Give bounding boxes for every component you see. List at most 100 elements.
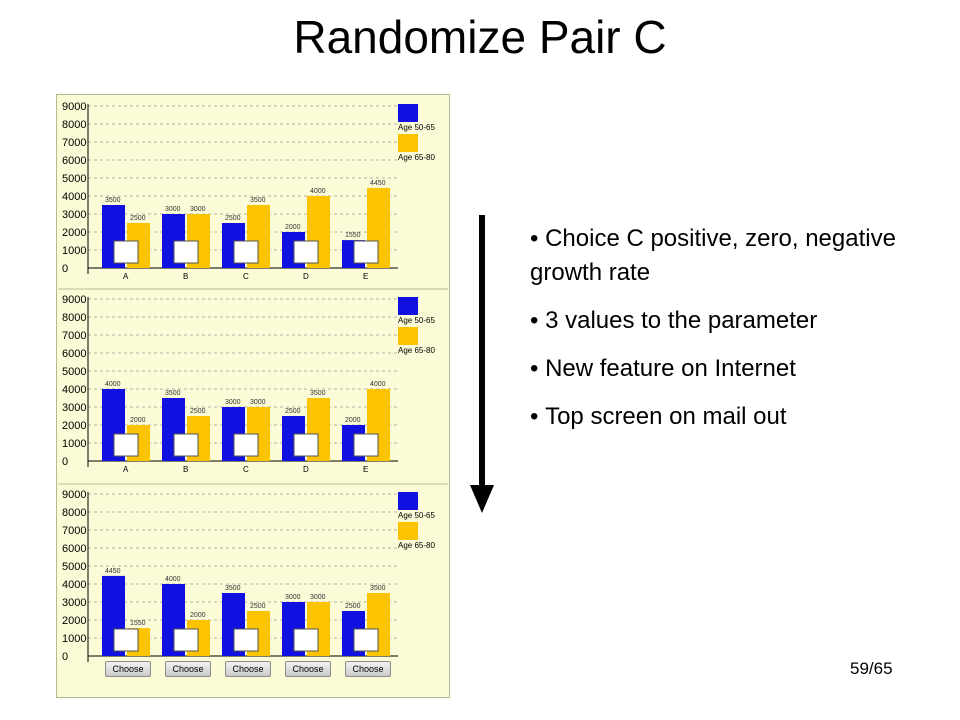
data-label: 3500 bbox=[225, 585, 241, 592]
data-label: 2000 bbox=[130, 417, 146, 424]
y-tick-label: 2000 bbox=[62, 615, 86, 627]
data-label: 2500 bbox=[345, 603, 361, 610]
icon-placeholder bbox=[353, 628, 379, 652]
y-tick-label: 0 bbox=[62, 651, 68, 663]
data-label: 4000 bbox=[310, 188, 326, 195]
x-tick-label: A bbox=[123, 272, 129, 281]
legend-swatch-age-65-80 bbox=[398, 522, 418, 540]
data-label: 3500 bbox=[370, 585, 386, 592]
slide-title: Randomize Pair C bbox=[293, 11, 667, 63]
bullet-item: Choice C positive, zero, negative growth… bbox=[530, 222, 930, 290]
choose-button-b[interactable]: Choose bbox=[165, 661, 211, 677]
y-tick-label: 9000 bbox=[62, 489, 86, 501]
y-tick-label: 5000 bbox=[62, 561, 86, 573]
data-label: 2500 bbox=[250, 603, 266, 610]
data-label: 2000 bbox=[345, 417, 361, 424]
y-tick-label: 5000 bbox=[62, 173, 86, 185]
y-tick-label: 4000 bbox=[62, 384, 86, 396]
legend-swatch-age-50-65 bbox=[398, 104, 418, 122]
data-label: 3500 bbox=[105, 197, 121, 204]
data-label: 1550 bbox=[130, 620, 146, 627]
x-tick-label: E bbox=[363, 272, 368, 281]
bullet-item: 3 values to the parameter bbox=[530, 304, 930, 338]
icon-placeholder bbox=[233, 240, 259, 264]
legend-swatch-age-50-65 bbox=[398, 492, 418, 510]
data-label: 1550 bbox=[345, 232, 361, 239]
x-tick-label: D bbox=[303, 272, 309, 281]
icon-placeholder bbox=[293, 628, 319, 652]
data-label: 2500 bbox=[225, 215, 241, 222]
y-tick-label: 8000 bbox=[62, 119, 86, 131]
legend-label: Age 65-80 bbox=[398, 541, 435, 550]
y-tick-label: 6000 bbox=[62, 155, 86, 167]
x-tick-label: E bbox=[363, 465, 368, 474]
choose-button-e[interactable]: Choose bbox=[345, 661, 391, 677]
y-tick-label: 2000 bbox=[62, 420, 86, 432]
y-tick-label: 3000 bbox=[62, 597, 86, 609]
bullet-list: Choice C positive, zero, negative growth… bbox=[530, 222, 930, 448]
y-tick-label: 3000 bbox=[62, 209, 86, 221]
y-tick-label: 7000 bbox=[62, 137, 86, 149]
legend-label: Age 50-65 bbox=[398, 511, 435, 520]
x-tick-label: A bbox=[123, 465, 129, 474]
y-tick-label: 7000 bbox=[62, 330, 86, 342]
y-tick-label: 6000 bbox=[62, 348, 86, 360]
data-label: 3500 bbox=[165, 390, 181, 397]
data-label: 2500 bbox=[285, 408, 301, 415]
choose-button-a[interactable]: Choose bbox=[105, 661, 151, 677]
icon-placeholder bbox=[293, 240, 319, 264]
page-number: 59/65 bbox=[850, 659, 893, 678]
icon-placeholder bbox=[233, 628, 259, 652]
y-tick-label: 1000 bbox=[62, 438, 86, 450]
down-arrow-icon bbox=[470, 215, 494, 513]
data-label: 4000 bbox=[105, 381, 121, 388]
icon-placeholder bbox=[353, 433, 379, 457]
data-label: 3000 bbox=[165, 206, 181, 213]
y-tick-label: 1000 bbox=[62, 245, 86, 257]
icon-placeholder bbox=[113, 628, 139, 652]
data-label: 3000 bbox=[250, 399, 266, 406]
data-label: 4450 bbox=[105, 568, 121, 575]
y-tick-label: 6000 bbox=[62, 543, 86, 555]
y-tick-label: 1000 bbox=[62, 633, 86, 645]
icon-placeholder bbox=[233, 433, 259, 457]
legend-label: Age 65-80 bbox=[398, 153, 435, 162]
data-label: 4000 bbox=[370, 381, 386, 388]
y-tick-label: 3000 bbox=[62, 402, 86, 414]
data-label: 3500 bbox=[310, 390, 326, 397]
icon-placeholder bbox=[113, 433, 139, 457]
data-label: 4450 bbox=[370, 180, 386, 187]
y-tick-label: 8000 bbox=[62, 507, 86, 519]
y-tick-label: 9000 bbox=[62, 294, 86, 306]
icon-placeholder bbox=[173, 240, 199, 264]
x-tick-label: B bbox=[183, 465, 188, 474]
x-tick-label: B bbox=[183, 272, 188, 281]
x-tick-label: C bbox=[243, 465, 249, 474]
data-label: 3000 bbox=[190, 206, 206, 213]
choose-button-d[interactable]: Choose bbox=[285, 661, 331, 677]
legend-swatch-age-50-65 bbox=[398, 297, 418, 315]
y-tick-label: 9000 bbox=[62, 101, 86, 113]
legend-label: Age 65-80 bbox=[398, 346, 435, 355]
x-tick-label: C bbox=[243, 272, 249, 281]
data-label: 3000 bbox=[285, 594, 301, 601]
legend-label: Age 50-65 bbox=[398, 316, 435, 325]
icon-placeholder bbox=[353, 240, 379, 264]
y-tick-label: 7000 bbox=[62, 525, 86, 537]
data-label: 4000 bbox=[165, 576, 181, 583]
y-tick-label: 4000 bbox=[62, 579, 86, 591]
y-tick-label: 8000 bbox=[62, 312, 86, 324]
y-tick-label: 2000 bbox=[62, 227, 86, 239]
data-label: 3000 bbox=[225, 399, 241, 406]
y-tick-label: 4000 bbox=[62, 191, 86, 203]
data-label: 2500 bbox=[130, 215, 146, 222]
bullet-item: Top screen on mail out bbox=[530, 400, 930, 434]
icon-placeholder bbox=[113, 240, 139, 264]
data-label: 3000 bbox=[310, 594, 326, 601]
data-label: 2500 bbox=[190, 408, 206, 415]
data-label: 3500 bbox=[250, 197, 266, 204]
choose-button-c[interactable]: Choose bbox=[225, 661, 271, 677]
y-tick-label: 0 bbox=[62, 263, 68, 275]
legend-swatch-age-65-80 bbox=[398, 134, 418, 152]
